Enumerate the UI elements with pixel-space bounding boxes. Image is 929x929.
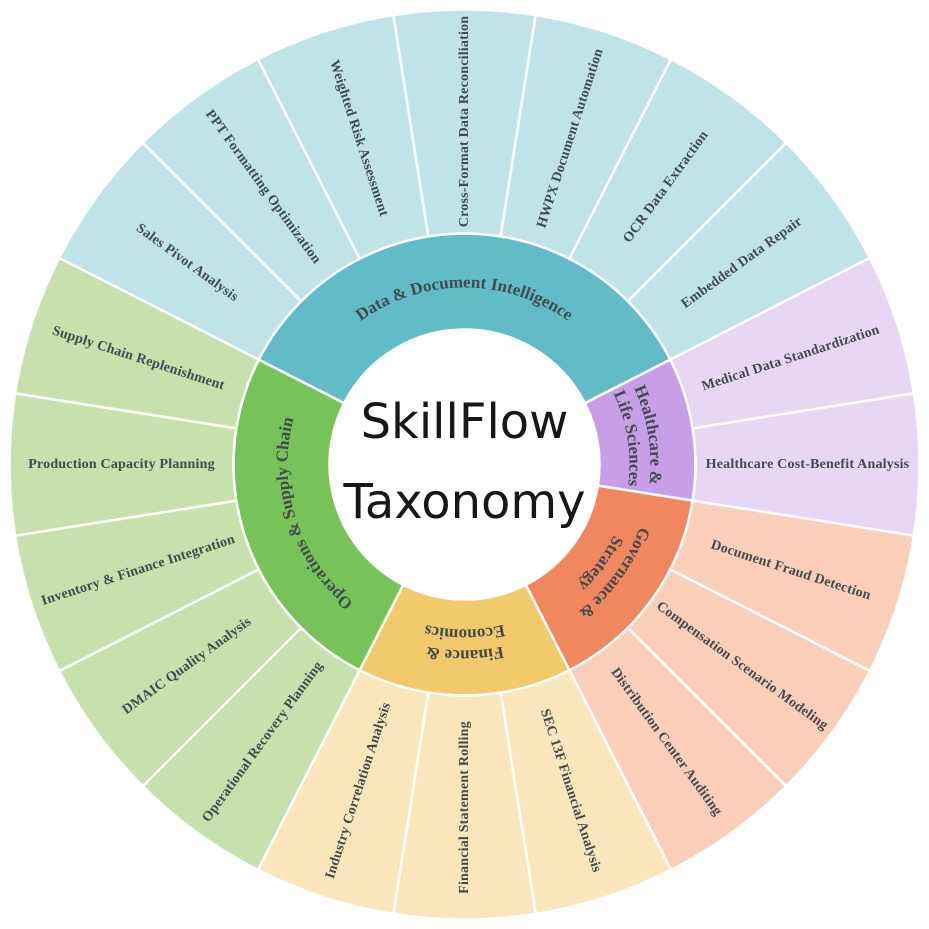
leaf-label-production-capacity-planning: Production Capacity Planning [28, 457, 215, 472]
category-label-textpath: Finance & [424, 643, 505, 666]
category-label-finance-economics-line1: Finance & [424, 643, 506, 666]
leaf-sector-supply-chain-replenishment[interactable] [13, 256, 261, 430]
center-circle [329, 329, 600, 600]
leaf-label-cross-format-data-reconciliation: Cross-Format Data Reconciliation [457, 16, 472, 227]
leaf-label-healthcare-cost-benefit-analysis: Healthcare Cost-Benefit Analysis [706, 457, 910, 472]
leaf-label-financial-statement-rolling: Financial Statement Rolling [457, 721, 472, 894]
